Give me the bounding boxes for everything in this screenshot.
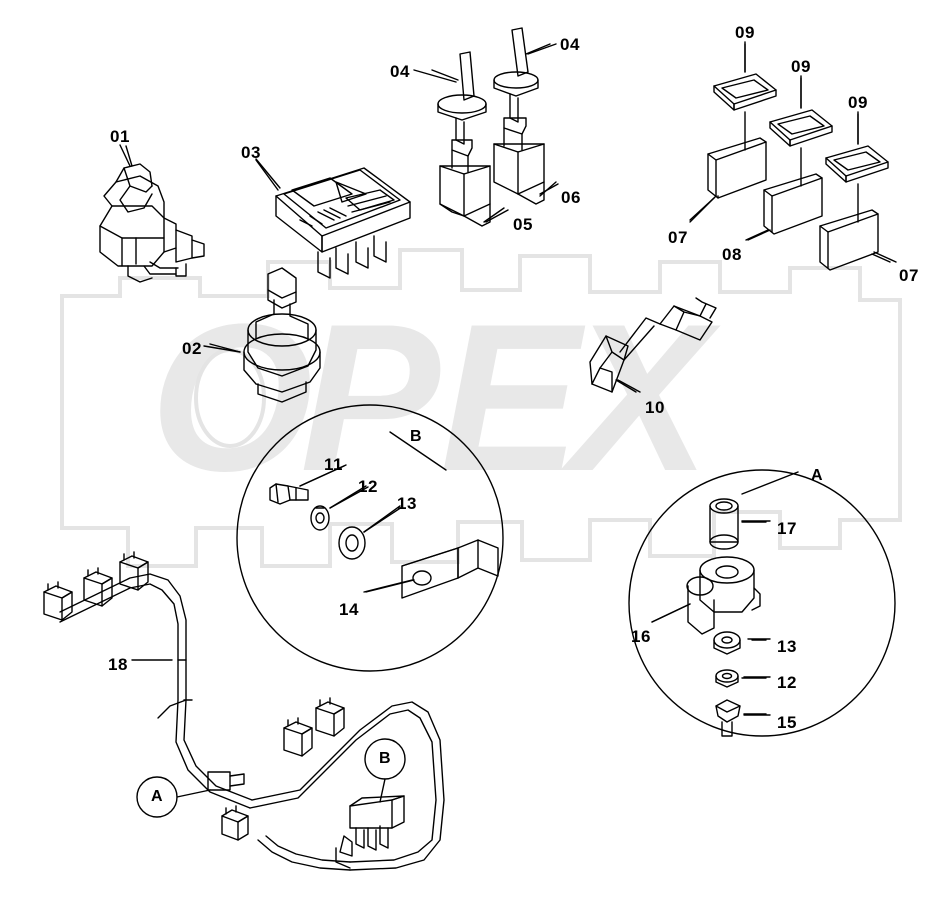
callout-08: 08 xyxy=(722,245,742,264)
watermark-opex: O P E X xyxy=(60,248,902,568)
callout-12-detail-a: 12 xyxy=(777,673,797,692)
callout-15: 15 xyxy=(777,713,797,732)
callout-13-detail-b: 13 xyxy=(397,494,417,513)
part-04-05-toggle-switch-left xyxy=(431,51,505,227)
callout-01: 01 xyxy=(110,127,130,146)
part-09-08-bezel-housing-middle xyxy=(747,77,833,241)
callout-07-left: 07 xyxy=(668,228,688,247)
detail-label-a-right: A xyxy=(811,467,823,484)
callout-18: 18 xyxy=(108,655,128,674)
callout-12-detail-b: 12 xyxy=(358,477,378,496)
detail-circle-a xyxy=(628,469,896,737)
callout-10: 10 xyxy=(645,398,665,417)
part-03-control-panel xyxy=(255,159,411,279)
part-09-07-bezel-housing-left xyxy=(689,43,777,223)
callout-09-middle: 09 xyxy=(791,57,811,76)
callout-06: 06 xyxy=(561,188,581,207)
callout-04-right: 04 xyxy=(560,35,580,54)
callout-16: 16 xyxy=(631,627,651,646)
callout-03: 03 xyxy=(241,143,261,162)
detail-label-b-top: B xyxy=(410,428,422,445)
part-01-switch xyxy=(99,144,205,283)
callout-14: 14 xyxy=(339,600,359,619)
callout-02: 02 xyxy=(182,339,202,358)
balloon-label-b-bottom: B xyxy=(379,750,391,767)
detail-a-parts xyxy=(651,498,767,737)
svg-text:E: E xyxy=(440,280,586,515)
callout-05: 05 xyxy=(513,215,533,234)
callout-09-right: 09 xyxy=(848,93,868,112)
detail-circle-b xyxy=(236,404,504,672)
svg-text:X: X xyxy=(560,280,721,515)
callout-11: 11 xyxy=(324,455,343,474)
svg-text:O: O xyxy=(150,280,313,515)
callout-13-detail-a: 13 xyxy=(777,637,797,656)
callout-09-left: 09 xyxy=(735,23,755,42)
part-09-07-bezel-housing-right xyxy=(819,113,891,271)
part-18-wiring-harness xyxy=(43,551,445,871)
balloon-markers xyxy=(136,738,406,818)
callout-leaders xyxy=(125,41,897,716)
callout-07-right: 07 xyxy=(899,266,919,285)
balloon-label-a-bottom: A xyxy=(151,788,163,805)
part-04-06-toggle-switch-right xyxy=(493,27,557,205)
callout-04-left: 04 xyxy=(390,62,410,81)
part-10-sensor-switch xyxy=(589,297,717,393)
callout-17: 17 xyxy=(777,519,797,538)
